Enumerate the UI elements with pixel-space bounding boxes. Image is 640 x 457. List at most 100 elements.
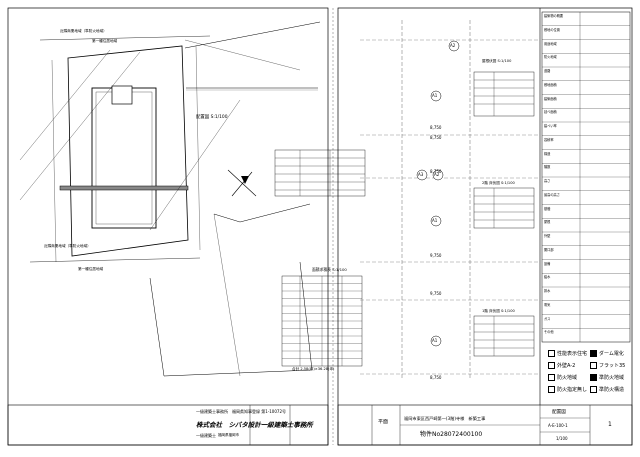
legend-label: 性能表示住宅 bbox=[557, 351, 588, 357]
floor-plans bbox=[360, 8, 541, 405]
legend-item: 防火指定無し bbox=[548, 386, 587, 393]
right-title-block bbox=[337, 404, 633, 446]
legend-label: 準防火構造 bbox=[599, 387, 625, 393]
site-plan bbox=[19, 21, 321, 377]
empty-box-icon bbox=[548, 362, 555, 369]
left-title-block bbox=[7, 404, 329, 446]
plan-table-1f bbox=[473, 315, 535, 357]
spec-table bbox=[541, 11, 631, 343]
tb-sheet: 1 bbox=[608, 421, 612, 428]
slope-line-5 bbox=[184, 39, 301, 71]
company-address: 福岡県福岡市 bbox=[218, 433, 239, 437]
parking-strip bbox=[59, 185, 189, 191]
setback-line-1 bbox=[39, 35, 211, 41]
legend-item: 性能表示住宅 bbox=[548, 350, 587, 357]
tb-left-cell: 平面 bbox=[378, 419, 389, 425]
legend-label: 防火指定無し bbox=[557, 387, 588, 393]
empty-box-icon bbox=[548, 374, 555, 381]
north-arrow-icon bbox=[227, 169, 257, 197]
empty-box-icon bbox=[590, 362, 597, 369]
dim-left bbox=[51, 59, 57, 263]
axis-markers bbox=[416, 40, 460, 347]
section-title-2f: 2階 床伏図 S:1/100 bbox=[482, 181, 515, 185]
spec-row-label: 建ぺい率 bbox=[544, 124, 557, 128]
spec-row-label: 基礎 bbox=[544, 206, 551, 211]
spec-row-label: 階数 bbox=[544, 165, 551, 170]
axis-a1-2 bbox=[430, 215, 442, 227]
tb-scale: 1/100 bbox=[556, 436, 568, 441]
plan-table-2f bbox=[473, 187, 535, 229]
spec-row-label: 防火地域 bbox=[544, 55, 557, 60]
axis-a2-mid bbox=[432, 169, 444, 181]
legend-label: 防火地域 bbox=[557, 375, 578, 381]
area-table-title: 面積求積表 S:1/100 bbox=[312, 267, 347, 272]
slope-line-4 bbox=[184, 21, 321, 49]
tb-project: 福岡市東区西戸崎第一(3階)寺様 新築工事 bbox=[404, 416, 486, 421]
slope-line-3 bbox=[149, 99, 241, 231]
axis-label-a1-1: A1 bbox=[432, 93, 438, 98]
legend-item: 外壁A-2 bbox=[548, 362, 575, 369]
legend-label: 外壁A-2 bbox=[557, 363, 576, 369]
axis-label-a1-2: A1 bbox=[432, 218, 438, 223]
empty-box-icon bbox=[548, 386, 555, 393]
dim-2: 8,750 bbox=[430, 135, 442, 140]
section-title-1f: 1階 床伏図 S:1/100 bbox=[482, 309, 515, 313]
spec-row-label: 敷地面積 bbox=[544, 82, 557, 87]
axis-label-a1-3: A1 bbox=[432, 338, 438, 343]
axis-label-a2-mid: A2 bbox=[434, 172, 440, 177]
checked-box-icon bbox=[590, 350, 597, 357]
axis-a1-1 bbox=[430, 90, 442, 102]
dim-5: 9,750 bbox=[430, 291, 442, 296]
dim-right bbox=[195, 45, 201, 251]
plot-outline-lower bbox=[149, 261, 313, 377]
legend-label: フラット35 bbox=[599, 363, 626, 369]
setback-line-2 bbox=[29, 257, 201, 263]
checked-box-icon bbox=[590, 374, 597, 381]
road-outline-lower bbox=[213, 203, 311, 223]
legend-item: 防火地域 bbox=[548, 374, 577, 381]
legend-item: 準防火地域 bbox=[590, 374, 624, 381]
tb-project-no: 物件No28072400100 bbox=[420, 431, 483, 438]
road-label-top-1: 近隣商業地域（準防火地域） bbox=[60, 29, 107, 33]
right-sheet-frame bbox=[337, 7, 633, 446]
site-plan-title: 配置図 S:1/100 bbox=[196, 115, 228, 120]
plan-table-roof bbox=[473, 71, 535, 117]
axis-a2-top bbox=[448, 40, 460, 52]
spec-row-label: 道路 bbox=[544, 69, 551, 73]
spec-row-label: 敷地の位置 bbox=[544, 27, 560, 32]
spec-row-label: 給水 bbox=[544, 275, 551, 280]
tb-drawing-no: A-E-100-1 bbox=[548, 423, 568, 428]
empty-box-icon bbox=[590, 386, 597, 393]
spec-row-label: その他 bbox=[544, 330, 554, 335]
spec-row-label: ガス bbox=[544, 316, 551, 321]
area-table-top bbox=[274, 149, 366, 197]
spec-row-label: 電気 bbox=[544, 302, 551, 307]
plot-split bbox=[213, 213, 241, 377]
spec-row-label: 構造 bbox=[544, 151, 551, 156]
legend-item: 準防火構造 bbox=[590, 386, 624, 393]
legend-label: ダーム電化 bbox=[599, 351, 624, 357]
axis-label-a2-top: A2 bbox=[450, 43, 456, 48]
spec-row-label: 高さ bbox=[544, 179, 551, 183]
company-license: 一級建築士事務所 福岡県知事登録 第1-10072号 bbox=[196, 409, 286, 414]
building-entry bbox=[111, 85, 133, 105]
spec-row-label: 排水 bbox=[544, 289, 551, 293]
road-label-top-2: 第一種住居地域 bbox=[92, 39, 118, 43]
spec-row-label: 延べ面積 bbox=[544, 110, 557, 115]
section-title-roof: 屋根伏図 S:1/100 bbox=[482, 59, 512, 63]
legend-label: 準防火地域 bbox=[599, 375, 625, 381]
building-footprint bbox=[91, 87, 157, 229]
area-total: 合計 2.58(坪)×36.28(坪) bbox=[292, 367, 335, 371]
spec-row-label: 容積率 bbox=[544, 137, 554, 142]
company-architect: 一級建築士 bbox=[196, 433, 216, 438]
road-label-bottom-1: 近隣商業地域（準防火地域） bbox=[44, 244, 91, 248]
legend-item: ダーム電化 bbox=[590, 350, 624, 357]
lot-outline bbox=[67, 45, 189, 257]
axis-a1-3 bbox=[430, 335, 442, 347]
road-label-bottom-2: 第一種住居地域 bbox=[78, 267, 104, 271]
spec-row-label: 外壁 bbox=[544, 234, 551, 238]
spec-row-label: 建築物の概要 bbox=[544, 14, 564, 18]
company-name: 株式会社 シバタ設計一級建築士事務所 bbox=[196, 421, 313, 429]
dim-4: 9,750 bbox=[430, 253, 442, 258]
